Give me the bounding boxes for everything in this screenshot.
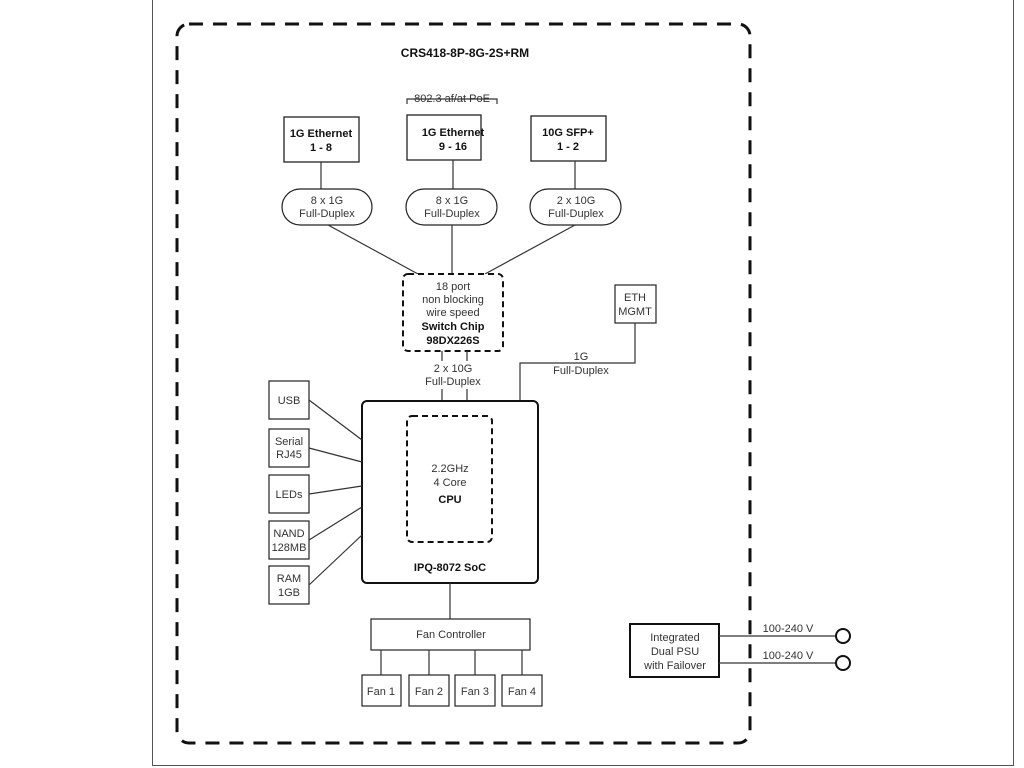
svg-text:Switch Chip: Switch Chip: [422, 321, 485, 333]
switch-soc-link-speed: 2 x 10G: [434, 363, 473, 375]
switch-soc-link-duplex: Full-Duplex: [425, 376, 481, 388]
mgmt-link-speed: 1G: [574, 351, 589, 363]
svg-text:8 x 1G: 8 x 1G: [436, 195, 468, 207]
svg-text:RAM: RAM: [277, 573, 301, 585]
peripheral-ram: RAM 1GB: [268, 565, 310, 605]
svg-text:128MB: 128MB: [272, 542, 307, 554]
port-group-eth-1-8: 1G Ethernet 1 - 8: [283, 116, 360, 163]
svg-text:10G SFP+: 10G SFP+: [542, 127, 594, 139]
svg-text:with Failover: with Failover: [643, 660, 706, 672]
diagram-frame: [152, 0, 1014, 766]
svg-text:Fan 1: Fan 1: [367, 686, 395, 698]
fan-2: Fan 2: [408, 674, 450, 707]
peripheral-usb: USB: [268, 380, 310, 420]
fan-4: Fan 4: [501, 674, 543, 707]
device-boundary: [175, 22, 752, 745]
svg-text:1 - 8: 1 - 8: [310, 142, 332, 154]
svg-text:1GB: 1GB: [278, 587, 300, 599]
psu-input-2-label: 100-240 V: [763, 650, 814, 662]
switch-chip: 18 port non blocking wire speed Switch C…: [402, 273, 504, 352]
svg-text:8 x 1G: 8 x 1G: [311, 195, 343, 207]
svg-text:9 - 16: 9 - 16: [439, 141, 467, 153]
device-title: CRS418-8P-8G-2S+RM: [401, 46, 529, 60]
cpu-block: [406, 415, 493, 543]
svg-text:1G Ethernet: 1G Ethernet: [290, 128, 353, 140]
svg-text:2.2GHz: 2.2GHz: [431, 463, 468, 475]
peripheral-serial: Serial RJ45: [268, 428, 310, 468]
svg-text:2 x 10G: 2 x 10G: [557, 195, 596, 207]
svg-text:1 - 2: 1 - 2: [557, 141, 579, 153]
svg-text:4 Core: 4 Core: [433, 477, 466, 489]
fan-controller: Fan Controller: [370, 618, 531, 651]
fan-1: Fan 1: [361, 674, 402, 707]
peripheral-leds: LEDs: [268, 474, 310, 514]
psu-block: Integrated Dual PSU with Failover: [629, 623, 720, 678]
svg-text:1G Ethernet: 1G Ethernet: [422, 127, 485, 139]
psu-input-1-label: 100-240 V: [763, 623, 814, 635]
link-pill-eth-9-16: 8 x 1G Full-Duplex: [405, 188, 498, 226]
svg-text:CPU: CPU: [438, 494, 461, 506]
svg-text:Full-Duplex: Full-Duplex: [548, 208, 604, 220]
svg-text:Serial: Serial: [275, 436, 303, 448]
link-pill-sfp: 2 x 10G Full-Duplex: [529, 188, 622, 226]
svg-text:NAND: NAND: [273, 528, 304, 540]
power-inlet-1-icon: [835, 628, 851, 644]
peripheral-nand: NAND 128MB: [268, 520, 310, 560]
port-group-eth-9-16: 1G Ethernet 9 - 16: [406, 114, 485, 161]
svg-text:Integrated: Integrated: [650, 632, 700, 644]
svg-text:MGMT: MGMT: [618, 306, 652, 318]
svg-text:non blocking: non blocking: [422, 294, 484, 306]
eth-mgmt-port: ETH MGMT: [614, 284, 657, 324]
fan-3: Fan 3: [454, 674, 496, 707]
svg-text:Dual PSU: Dual PSU: [651, 646, 699, 658]
poe-label: 802.3 af/at PoE: [414, 93, 490, 105]
svg-text:RJ45: RJ45: [276, 449, 302, 461]
svg-text:Fan 3: Fan 3: [461, 686, 489, 698]
mgmt-link: [519, 323, 636, 401]
link-pill-eth-1-8: 8 x 1G Full-Duplex: [281, 188, 373, 226]
svg-text:IPQ-8072 SoC: IPQ-8072 SoC: [414, 562, 486, 574]
svg-text:LEDs: LEDs: [276, 489, 303, 501]
svg-text:Fan 2: Fan 2: [415, 686, 443, 698]
port-group-sfp: 10G SFP+ 1 - 2: [530, 115, 607, 162]
svg-text:98DX226S: 98DX226S: [426, 335, 479, 347]
svg-text:Fan 4: Fan 4: [508, 686, 536, 698]
svg-text:Full-Duplex: Full-Duplex: [424, 208, 480, 220]
svg-text:18 port: 18 port: [436, 281, 470, 293]
poe-bracket: [406, 98, 498, 104]
mgmt-link-duplex: Full-Duplex: [553, 365, 609, 377]
svg-text:USB: USB: [278, 395, 301, 407]
svg-text:Full-Duplex: Full-Duplex: [299, 208, 355, 220]
soc-block: 2.2GHz 4 Core CPU IPQ-8072 SoC: [361, 400, 539, 584]
power-inlet-2-icon: [835, 655, 851, 671]
svg-text:ETH: ETH: [624, 292, 646, 304]
svg-text:wire speed: wire speed: [425, 307, 479, 319]
svg-text:Fan Controller: Fan Controller: [416, 629, 486, 641]
